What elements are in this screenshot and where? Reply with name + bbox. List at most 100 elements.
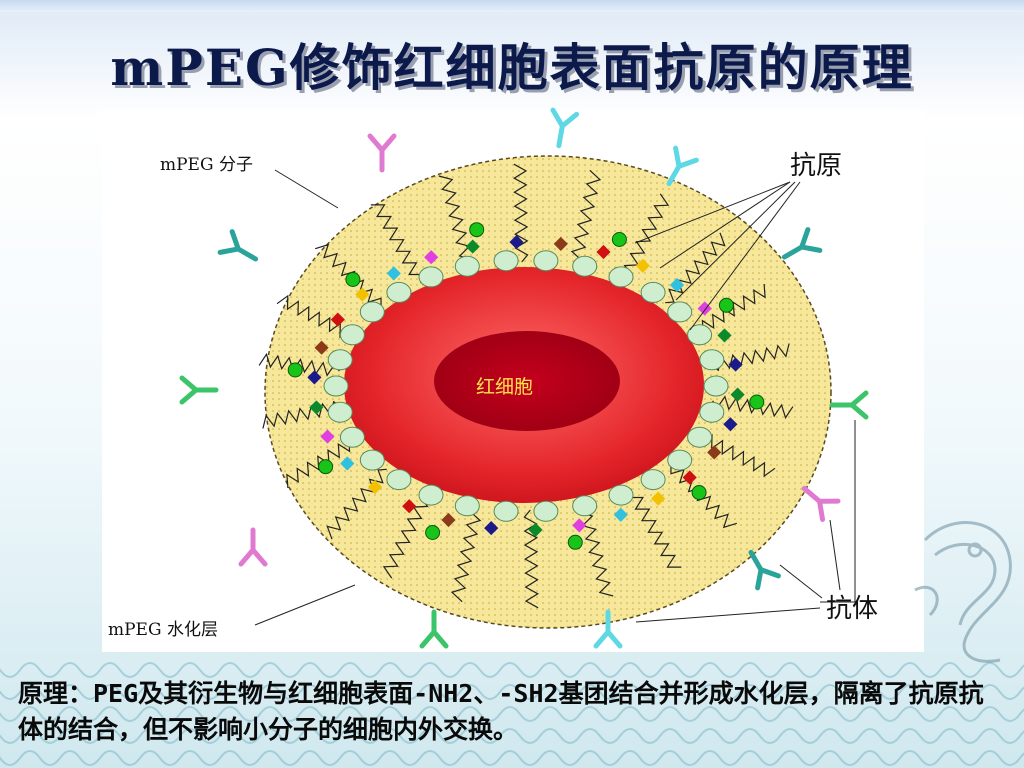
surface-antigen bbox=[728, 357, 743, 372]
surface-antigen bbox=[717, 328, 732, 343]
surface-protein bbox=[359, 449, 385, 471]
surface-antigen bbox=[611, 232, 627, 247]
surface-antigen bbox=[318, 459, 334, 475]
surface-markers bbox=[287, 222, 765, 550]
surface-antigen bbox=[386, 266, 401, 281]
surface-antigen bbox=[553, 236, 568, 251]
surface-antigen bbox=[402, 499, 417, 514]
surface-antigen bbox=[355, 287, 370, 302]
wave-decoration bbox=[0, 662, 1024, 766]
surface-antigen bbox=[465, 239, 480, 254]
surface-antigen bbox=[367, 479, 383, 495]
surface-protein bbox=[339, 324, 365, 346]
surface-antigen bbox=[707, 445, 722, 460]
mpeg-chain bbox=[628, 488, 682, 568]
surface-protein bbox=[667, 301, 693, 323]
antibody-icon bbox=[217, 229, 259, 262]
mpeg-chain bbox=[570, 169, 602, 267]
surface-protein bbox=[454, 495, 480, 517]
label-antibody: 抗体 bbox=[826, 594, 879, 624]
mpeg-chain bbox=[623, 193, 670, 281]
surface-protein bbox=[418, 484, 444, 506]
surface-antigen bbox=[669, 277, 685, 293]
surface-antigen bbox=[424, 250, 439, 265]
surface-antigen bbox=[651, 491, 666, 506]
surface-antigen bbox=[469, 222, 485, 238]
antibody-icon bbox=[829, 390, 869, 420]
page-title: mPEG修饰红细胞表面抗原的原理 bbox=[110, 38, 914, 97]
surface-protein bbox=[703, 375, 729, 397]
surface-protein bbox=[386, 469, 412, 491]
surface-antigen bbox=[330, 312, 345, 327]
surface-antigen bbox=[723, 417, 738, 432]
surface-protein bbox=[533, 500, 559, 522]
surface-antigen bbox=[509, 235, 524, 250]
label-mpeg-molecule: mPEG 分子 bbox=[160, 155, 253, 175]
surface-antigen bbox=[309, 400, 324, 415]
antibody-icon bbox=[781, 227, 823, 260]
surface-protein bbox=[339, 426, 365, 448]
surface-antigen bbox=[484, 521, 499, 536]
surface-protein bbox=[608, 484, 634, 506]
surface-protein bbox=[608, 266, 634, 288]
label-red-cell: 红细胞 bbox=[476, 376, 534, 398]
surface-antigen bbox=[682, 470, 697, 485]
surface-antigen bbox=[691, 485, 707, 500]
surface-antigen bbox=[613, 507, 628, 522]
mpeg-chain bbox=[286, 437, 357, 489]
surface-protein bbox=[572, 255, 598, 277]
mpeg-chain bbox=[698, 433, 776, 478]
surface-protein bbox=[687, 324, 713, 346]
surface-antigen bbox=[596, 244, 611, 260]
antibody-icon bbox=[801, 485, 841, 522]
surface-protein bbox=[327, 401, 353, 423]
surface-antigen bbox=[287, 362, 303, 378]
mpeg-chain bbox=[382, 491, 429, 579]
surface-protein bbox=[418, 266, 444, 288]
antibody-icon bbox=[419, 609, 449, 649]
surface-antigen bbox=[528, 522, 543, 537]
mpeg-chain bbox=[450, 505, 482, 603]
surface-antigen bbox=[441, 512, 456, 528]
antibody-icon bbox=[550, 107, 580, 149]
surface-protein bbox=[323, 375, 349, 397]
surface-protein bbox=[454, 255, 480, 277]
principle-text: 原理：PEG及其衍生物与红细胞表面-NH2、-SH2基团结合并形成水化层，隔离了… bbox=[18, 679, 984, 744]
surface-antigen bbox=[340, 456, 355, 471]
surface-antigen bbox=[635, 258, 650, 273]
surface-protein bbox=[533, 250, 559, 272]
surface-antigen bbox=[345, 272, 361, 287]
mpeg-chain bbox=[578, 503, 614, 597]
surface-protein bbox=[640, 281, 666, 303]
surface-protein bbox=[572, 495, 598, 517]
surface-antigen bbox=[730, 387, 745, 402]
surface-antigen bbox=[425, 525, 441, 540]
surface-protein bbox=[493, 250, 519, 272]
surface-protein bbox=[699, 349, 725, 371]
surface-protein bbox=[687, 426, 713, 448]
surface-protein bbox=[386, 281, 412, 303]
mpeg-chain bbox=[665, 232, 726, 304]
mpeg-chain bbox=[695, 283, 766, 335]
surface-antigen bbox=[718, 297, 734, 313]
label-hydration-layer: mPEG 水化层 bbox=[108, 620, 218, 640]
antibody-icon bbox=[666, 145, 699, 187]
mpeg-chain bbox=[438, 175, 474, 269]
surface-antigen bbox=[567, 534, 583, 550]
antibody-icon bbox=[238, 527, 268, 567]
antibody-icon bbox=[367, 133, 397, 173]
mpeg-chain bbox=[670, 464, 737, 529]
dragon-decoration bbox=[914, 521, 1012, 663]
surface-protein bbox=[493, 500, 519, 522]
top-band bbox=[0, 0, 1024, 12]
surface-protein bbox=[667, 449, 693, 471]
mpeg-chain bbox=[315, 243, 382, 308]
cell-nucleus bbox=[434, 331, 620, 431]
mpeg-chain bbox=[326, 468, 387, 540]
surface-protein bbox=[640, 469, 666, 491]
surface-protein bbox=[327, 349, 353, 371]
antibody-icon bbox=[748, 549, 781, 591]
leader-lines bbox=[254, 169, 856, 626]
surface-antigen bbox=[320, 429, 335, 444]
